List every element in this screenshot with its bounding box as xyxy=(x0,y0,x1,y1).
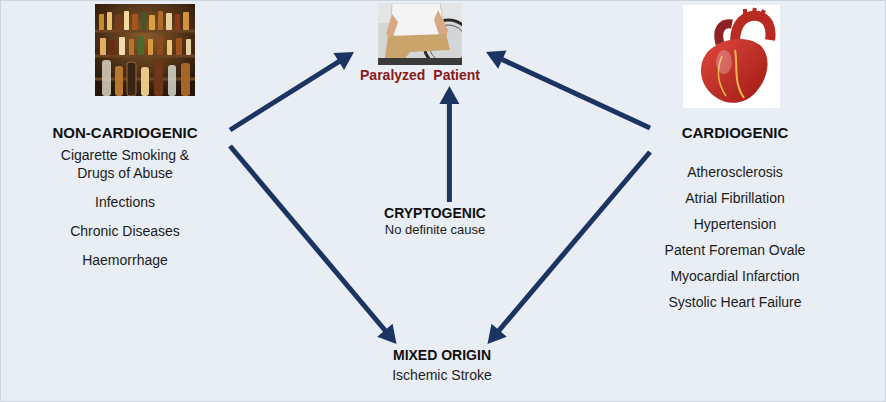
bottle xyxy=(149,15,155,30)
node-item: Atherosclerosis xyxy=(654,163,816,181)
arrow-connector xyxy=(439,86,459,202)
node-item: Chronic Diseases xyxy=(24,222,226,240)
aorta xyxy=(735,16,771,42)
bottle xyxy=(132,14,138,30)
coronary-vessel xyxy=(735,50,744,98)
bottle xyxy=(99,14,104,30)
node-item: Ischemic Stroke xyxy=(381,366,503,384)
arrow-shaft xyxy=(447,102,452,202)
outcome-node: MIXED ORIGIN Ischemic Stroke xyxy=(377,344,507,386)
bottle xyxy=(100,38,106,55)
bottle xyxy=(186,39,191,55)
arrow-shaft xyxy=(230,146,386,332)
bar-wall xyxy=(95,4,195,96)
bottle xyxy=(124,11,129,30)
cause-group: CRYPTOGENICNo definite cause xyxy=(375,202,495,240)
bottle xyxy=(157,37,163,55)
bottle xyxy=(115,15,121,30)
node-heading: MIXED ORIGIN xyxy=(381,346,503,364)
bottle xyxy=(110,40,115,55)
bottle xyxy=(115,66,123,96)
arrow-connector xyxy=(230,146,397,344)
arrow-head xyxy=(333,52,354,70)
wheelchair-seat xyxy=(378,58,462,65)
bottle xyxy=(119,37,125,55)
bottle xyxy=(129,39,134,55)
bottle xyxy=(167,40,172,55)
node-item: Hypertension xyxy=(654,215,816,233)
bottle xyxy=(183,12,189,30)
bottle xyxy=(138,36,144,55)
bottle xyxy=(168,65,176,96)
arrow-head xyxy=(377,324,396,344)
cause-group: NON-CARDIOGENIC Cigarette Smoking & Drugs… xyxy=(20,122,230,271)
bottle xyxy=(166,13,172,30)
node-item: Cigarette Smoking & Drugs of Abuse xyxy=(50,146,200,182)
arrow-head xyxy=(439,86,459,104)
node-heading: Paralyzed Patient xyxy=(358,66,482,84)
arrow-head xyxy=(486,50,507,68)
bottle xyxy=(181,63,190,96)
node-heading: CARDIOGENIC xyxy=(654,124,816,142)
bottle xyxy=(148,39,153,55)
vessel xyxy=(745,8,764,18)
node-item: Systolic Heart Failure xyxy=(654,293,816,311)
arrow-head xyxy=(488,324,507,344)
node-item: Haemorrhage xyxy=(24,251,226,269)
cause-group: CARDIOGENIC AtherosclerosisAtrial Fibrill… xyxy=(650,122,820,313)
arrow-shaft xyxy=(501,59,650,128)
bottle xyxy=(141,12,146,30)
node-item: Patent Foreman Ovale xyxy=(654,241,816,259)
bottle xyxy=(175,14,180,30)
node-item: Infections xyxy=(24,193,226,211)
bottle xyxy=(102,60,111,96)
arrow-connector xyxy=(230,52,354,130)
node-heading: CRYPTOGENIC xyxy=(379,204,491,222)
node-item: Myocardial Infarction xyxy=(654,267,816,285)
bottle xyxy=(158,11,163,30)
heart-body xyxy=(701,39,768,103)
node-heading: NON-CARDIOGENIC xyxy=(24,124,226,142)
bottle xyxy=(141,67,149,96)
outcome-node: Paralyzed Patient xyxy=(354,2,486,86)
bottle xyxy=(176,38,182,55)
heart-picture xyxy=(683,5,780,108)
node-item: Atrial Fibrillation xyxy=(654,189,816,207)
arrow-connector xyxy=(488,152,651,344)
arrow-connector xyxy=(486,50,650,128)
bottle xyxy=(154,61,163,96)
bottle xyxy=(127,62,136,96)
bottle xyxy=(107,12,112,30)
bar-photo xyxy=(95,4,195,96)
heart-background xyxy=(683,5,780,108)
heart-highlight xyxy=(716,50,732,74)
arrow-shaft xyxy=(498,152,650,332)
photo-background xyxy=(378,3,462,65)
patient-photo xyxy=(378,3,462,65)
node-item: No definite cause xyxy=(379,222,491,238)
arrow-shaft xyxy=(230,61,340,130)
